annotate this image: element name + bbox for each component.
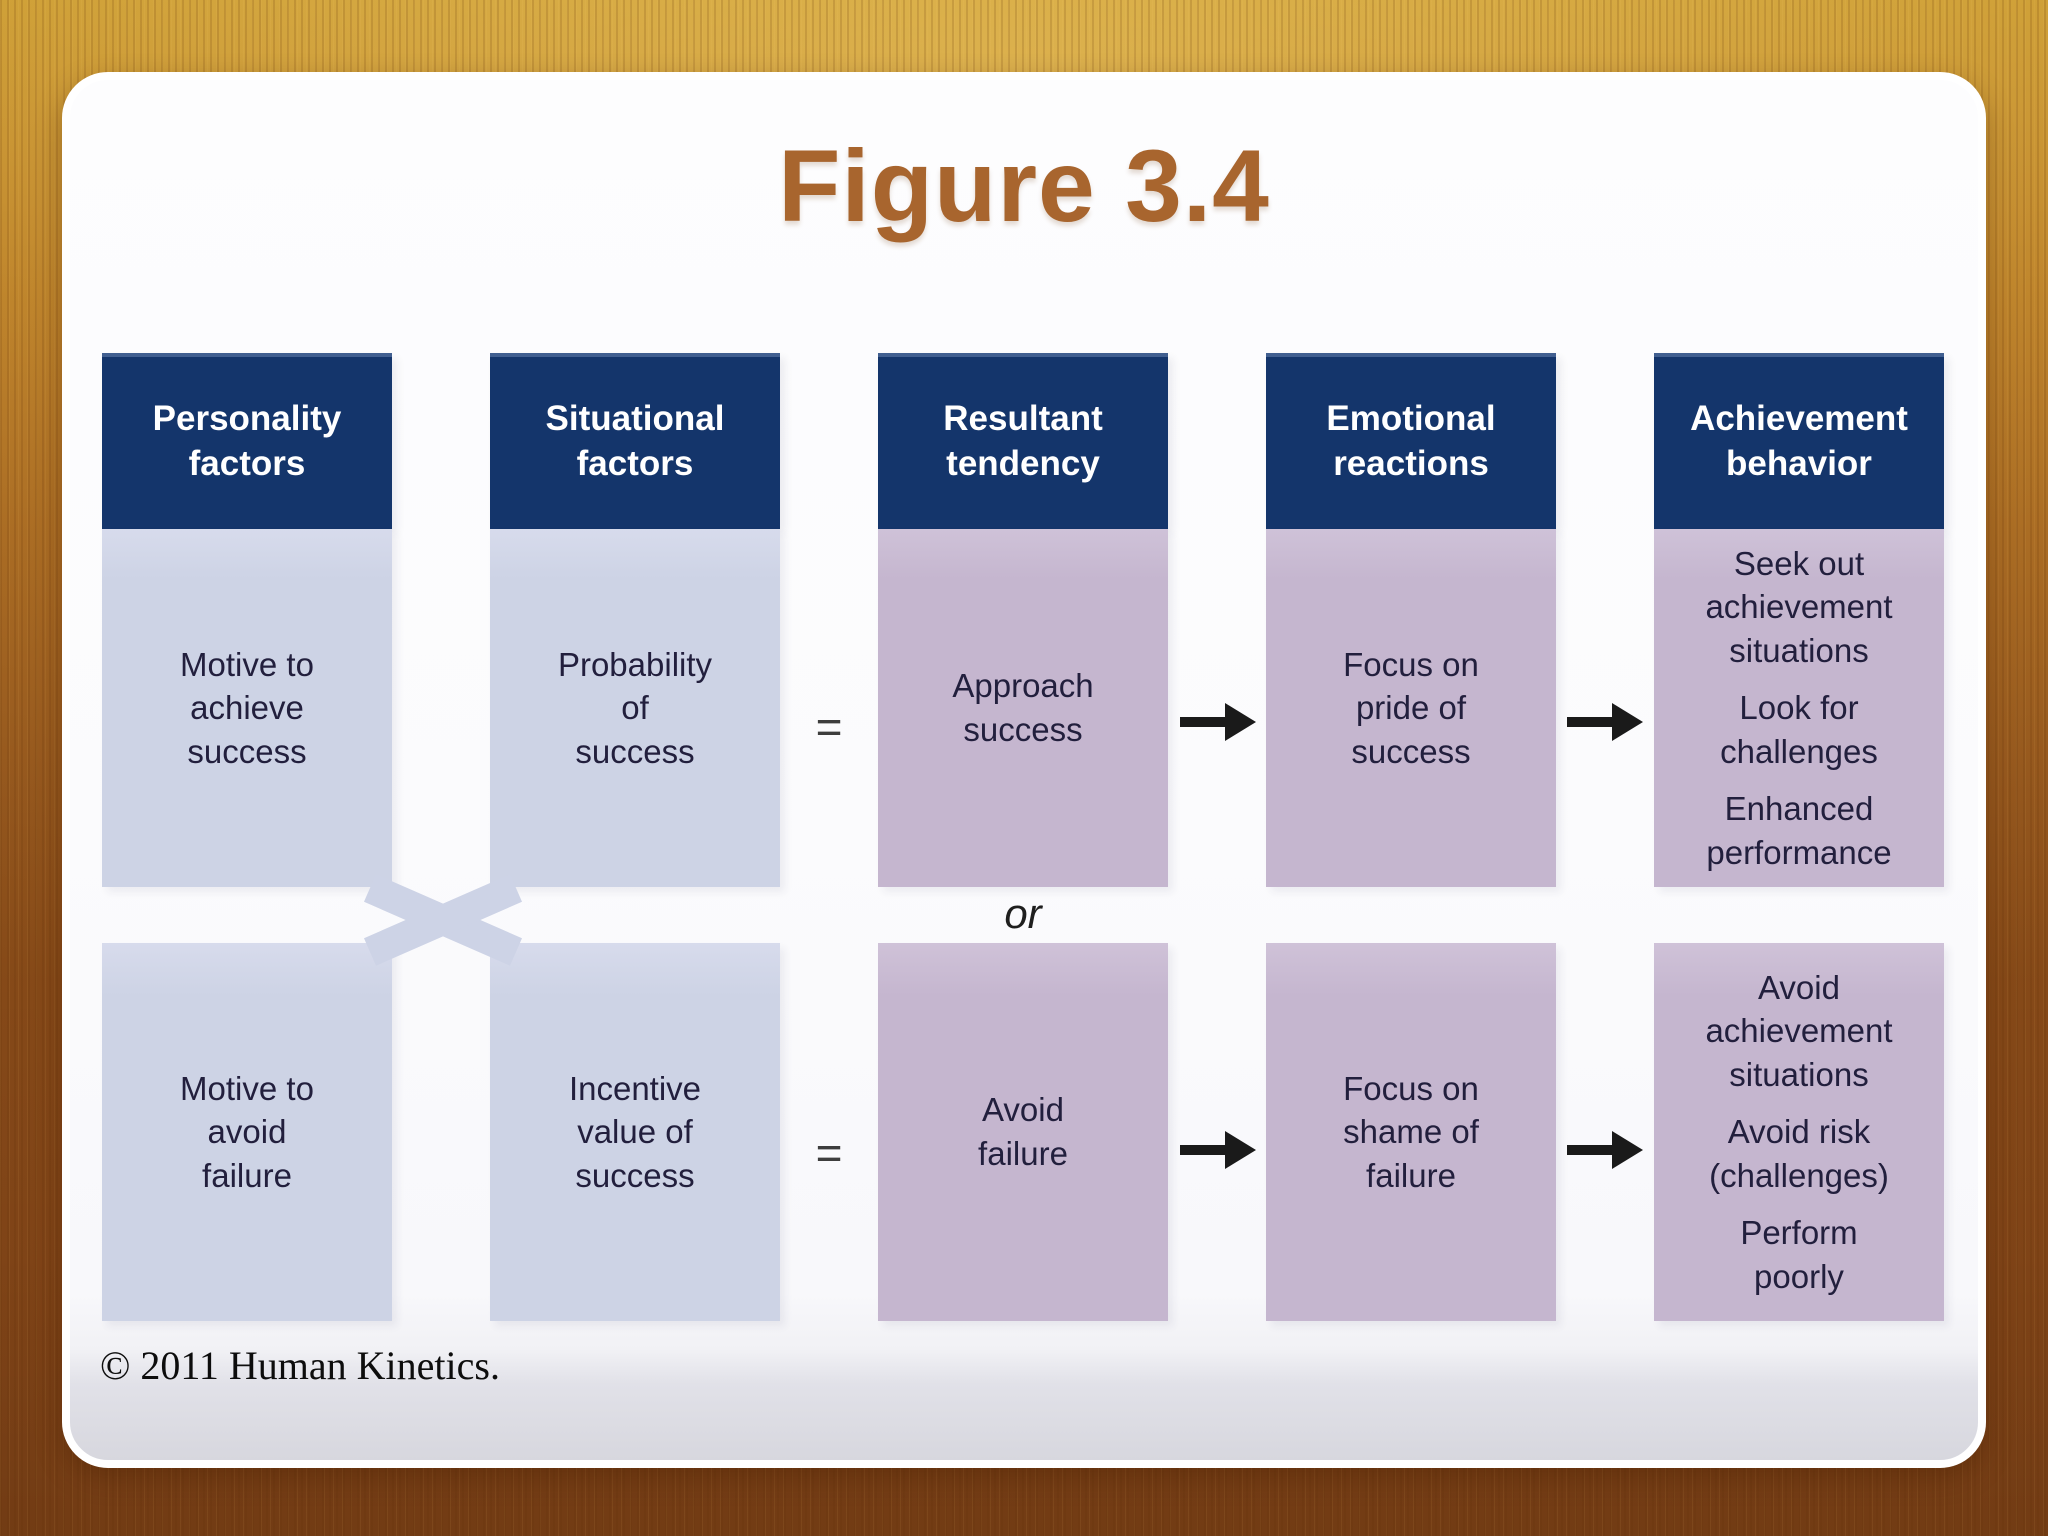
- equals-sign: =: [815, 701, 843, 753]
- column-header-resultant-tendency: Resultant tendency: [878, 353, 1168, 529]
- column-header-situational-factors: Situational factors: [490, 353, 780, 529]
- arrow-right-icon: [1567, 703, 1643, 741]
- copyright-text: © 2011 Human Kinetics.: [100, 1343, 500, 1388]
- cell-incentive-value-success: Incentive value of success: [490, 943, 780, 1321]
- cell-focus-shame-failure: Focus on shame of failure: [1266, 943, 1556, 1321]
- cell-avoid-failure: Avoid failure: [878, 943, 1168, 1321]
- interaction-cross-icon: [363, 874, 523, 966]
- column-header-achievement-behavior: Achievement behavior: [1654, 353, 1944, 529]
- behavior-item: Enhanced performance: [1706, 790, 1892, 871]
- cell-achievement-behavior-avoid: Avoid achievement situations Avoid risk …: [1654, 943, 1944, 1321]
- cell-achievement-behavior-approach: Seek out achievement situations Look for…: [1654, 529, 1944, 887]
- cell-probability-of-success: Probability of success: [490, 529, 780, 887]
- arrow-right-icon: [1180, 703, 1256, 741]
- cell-motive-avoid-failure: Motive to avoid failure: [102, 943, 392, 1321]
- cell-approach-success: Approach success: [878, 529, 1168, 887]
- column-header-personality-factors: Personality factors: [102, 353, 392, 529]
- behavior-item: Avoid risk (challenges): [1709, 1113, 1889, 1194]
- equals-sign: =: [815, 1127, 843, 1179]
- cell-focus-pride-success: Focus on pride of success: [1266, 529, 1556, 887]
- column-header-emotional-reactions: Emotional reactions: [1266, 353, 1556, 529]
- behavior-item: Avoid achievement situations: [1705, 968, 1893, 1093]
- arrow-right-icon: [1567, 1131, 1643, 1169]
- behavior-item: Seek out achievement situations: [1705, 544, 1893, 669]
- arrow-right-icon: [1180, 1131, 1256, 1169]
- behavior-item: Look for challenges: [1720, 689, 1878, 770]
- figure-title: Figure 3.4: [778, 129, 1270, 243]
- behavior-item: Perform poorly: [1740, 1214, 1858, 1295]
- or-label: or: [1004, 890, 1042, 937]
- cell-motive-achieve-success: Motive to achieve success: [102, 529, 392, 887]
